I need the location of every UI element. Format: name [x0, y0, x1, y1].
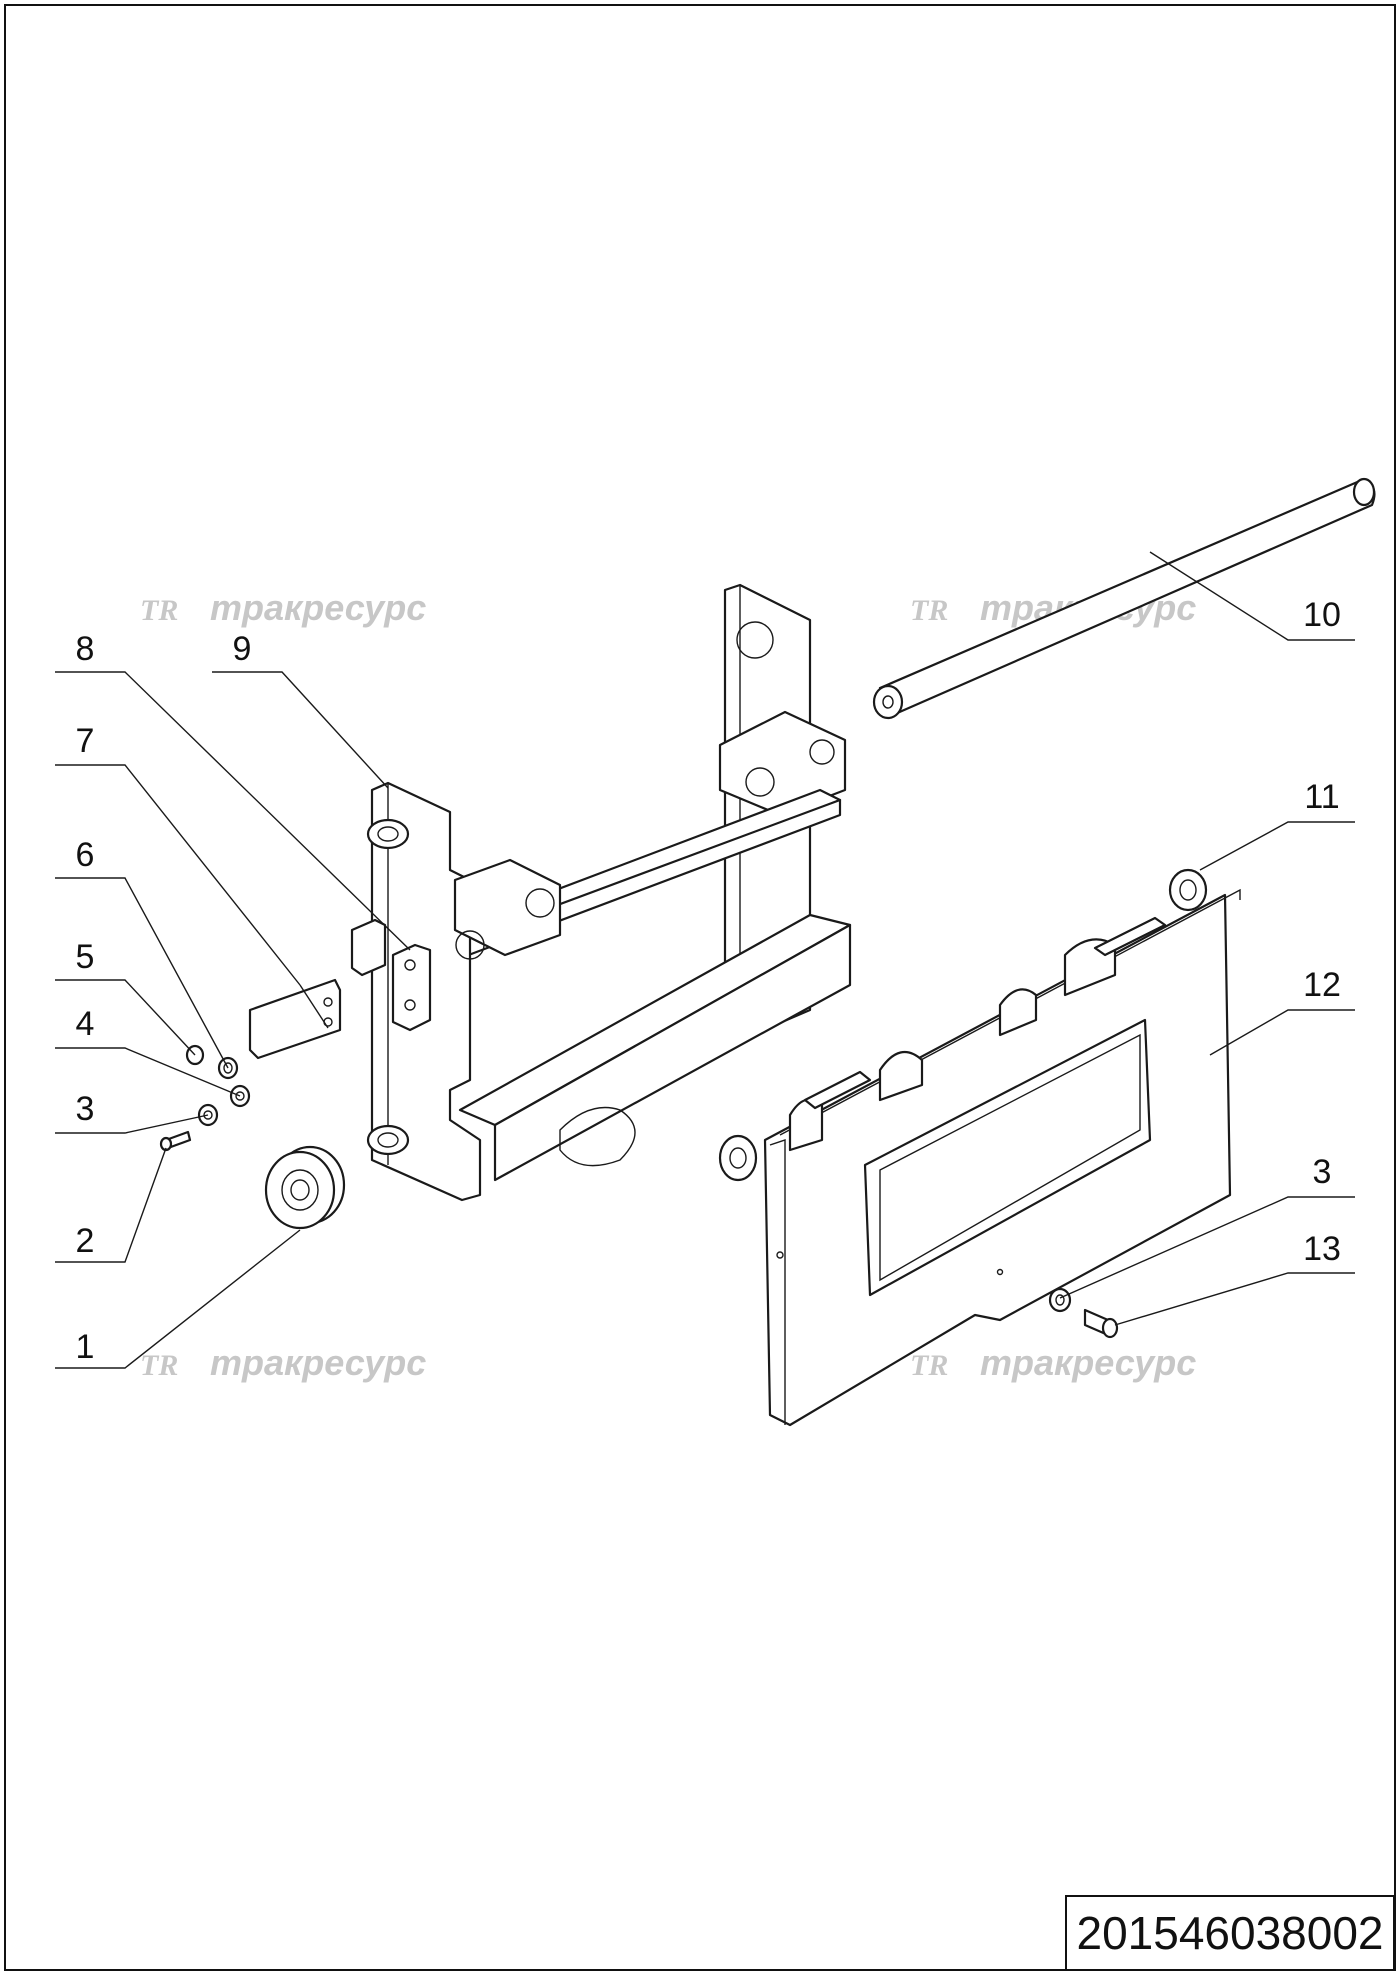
- callout-7: 7: [55, 722, 301, 986]
- callout-11: 11: [1199, 778, 1355, 871]
- watermark-logo: TR: [910, 1349, 948, 1382]
- callout-label: 6: [76, 836, 95, 874]
- part-carriage-plate: [718, 868, 1241, 1427]
- callout-2: 2: [55, 1147, 167, 1263]
- callout-10: 10: [1149, 551, 1355, 641]
- part-hardware: [159, 1044, 251, 1152]
- callout-label: 12: [1303, 966, 1341, 1004]
- callout-4: 4: [55, 1005, 241, 1097]
- sheet-frame: [4, 4, 1396, 1971]
- callout-5: 5: [55, 938, 196, 1056]
- watermark-logo: TR: [140, 1349, 178, 1382]
- watermark-text: тракресурс: [980, 1342, 1196, 1383]
- part-roller: [264, 1145, 346, 1230]
- callout-8: 8: [55, 630, 411, 951]
- callout-6: 6: [55, 836, 229, 1069]
- callout-1: 1: [55, 1229, 301, 1369]
- callout-12: 12: [1209, 966, 1355, 1056]
- watermark-logo: TR: [910, 594, 948, 627]
- callout-label: 8: [76, 630, 95, 668]
- part-frame: [350, 583, 852, 1202]
- watermark: TR тракресурс: [140, 1342, 426, 1383]
- watermark-text: тракресурс: [210, 587, 426, 628]
- callout-13: 13: [1114, 1230, 1355, 1326]
- part-bracket: [248, 978, 342, 1060]
- callout-3: 3: [55, 1090, 209, 1134]
- watermark: TR тракресурс: [140, 587, 426, 628]
- callout-label: 9: [233, 630, 252, 668]
- part-bolt: [1048, 1287, 1119, 1339]
- callout-label: 3: [76, 1090, 95, 1128]
- part-shaft: [872, 477, 1376, 720]
- callout-label: 5: [76, 938, 95, 976]
- callout-label: 2: [76, 1222, 95, 1260]
- callout-label: 13: [1303, 1230, 1341, 1268]
- callout-label: 7: [76, 722, 95, 760]
- callout-label: 1: [76, 1328, 95, 1366]
- drawing-number: 201546038002: [1065, 1895, 1395, 1971]
- watermark-logo: TR: [140, 594, 178, 627]
- callout-label: 11: [1304, 778, 1339, 816]
- callout-label: 3: [1313, 1153, 1332, 1191]
- callout-3b: 3: [1059, 1153, 1355, 1299]
- callout-label: 4: [76, 1005, 95, 1043]
- watermark-text: тракресурс: [210, 1342, 426, 1383]
- callout-9: 9: [212, 630, 389, 789]
- watermark: TR тракресурс: [910, 1342, 1196, 1383]
- callout-label: 10: [1303, 596, 1341, 634]
